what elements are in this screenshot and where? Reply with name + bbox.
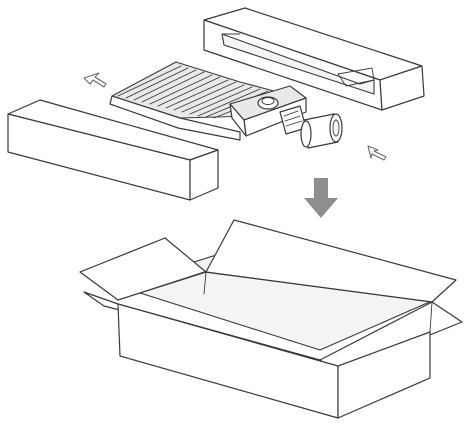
- foam-insert-left: [7, 99, 219, 201]
- arrow-up-left-icon: [83, 72, 107, 88]
- arrow-down-left-icon: [367, 145, 387, 161]
- shipping-box: [79, 219, 463, 419]
- street-light-fixture: [109, 61, 343, 149]
- arrow-down-icon: [304, 178, 338, 218]
- foam-insert-top: [203, 7, 425, 111]
